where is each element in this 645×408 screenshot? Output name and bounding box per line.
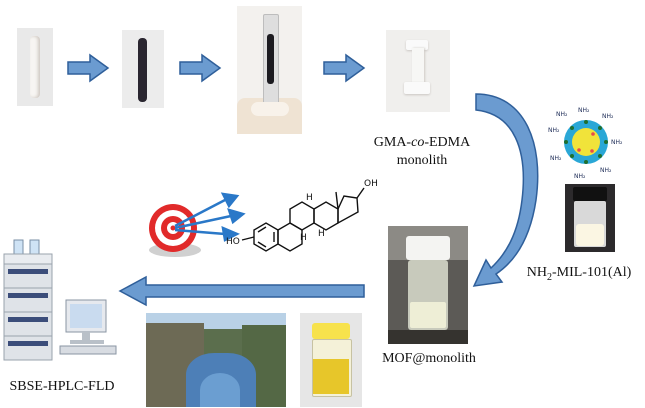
sample-container-photo: [300, 313, 362, 407]
ho-left-label: HO: [226, 237, 240, 247]
h-label: H: [306, 193, 313, 203]
nh2-label: NH₂: [556, 111, 568, 118]
mof-monolith-vial-photo: [388, 226, 468, 344]
hplc-instrument-icon: [3, 239, 117, 361]
h-label: H: [300, 233, 307, 243]
white-rod-photo: [17, 28, 53, 106]
nh2-label: NH₂: [600, 167, 612, 174]
dark-rod-photo: [122, 30, 164, 108]
mof-label-sub: 2: [546, 271, 552, 283]
oh-top-label: OH: [364, 179, 378, 189]
river-photo: [146, 313, 286, 407]
nh2-label: NH₂: [574, 173, 586, 180]
h-label: H: [318, 229, 325, 239]
monolith-label-part3: -EDMA: [424, 135, 471, 150]
tube-in-hand-photo: [237, 6, 302, 134]
monolith-photo: [386, 30, 450, 112]
method-label: SBSE-HPLC-FLD: [9, 379, 115, 394]
nh2-label: NH₂: [548, 127, 560, 134]
mof-label: NH2-MIL-101(Al): [516, 264, 642, 287]
mof-nanoparticle-icon: NH₂ NH₂ NH₂ NH₂ NH₂ NH₂ NH₂ NH₂: [548, 107, 623, 180]
mof-powder-vial-photo: [565, 184, 615, 252]
target-icon: [149, 192, 246, 257]
monolith-label-line2: monolith: [396, 153, 448, 168]
nh2-label: NH₂: [578, 107, 590, 114]
darts-icon: [174, 192, 246, 242]
monolith-label-part1: GMA-: [373, 135, 412, 150]
flow-arrow-1: [67, 53, 110, 83]
flow-arrow-3: [323, 53, 366, 83]
nh2-label: NH₂: [602, 113, 614, 120]
composite-label: MOF@monolith: [382, 351, 476, 366]
mof-label-nh: NH: [526, 265, 547, 280]
flow-arrow-2: [179, 53, 222, 83]
mof-label-rest: -MIL-101(Al): [551, 265, 632, 280]
molecule-structure: OH HO H H H: [226, 179, 378, 252]
return-arrow: [118, 275, 365, 307]
curved-arrow: [472, 93, 539, 287]
monolith-label-co: co: [411, 135, 425, 150]
nh2-label: NH₂: [611, 139, 623, 146]
monolith-label: GMA-co-EDMA monolith: [362, 134, 482, 170]
nh2-label: NH₂: [550, 155, 562, 162]
